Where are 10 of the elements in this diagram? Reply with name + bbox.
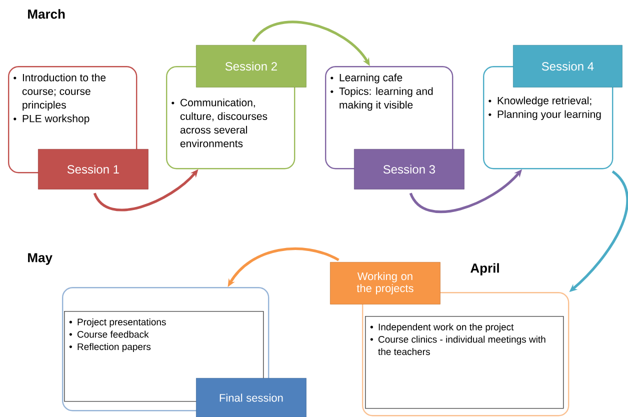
month-heading: April (470, 263, 499, 276)
title-box: Session 2 (196, 45, 306, 88)
title-box: Session 1 (38, 149, 148, 190)
month-heading: May (28, 253, 52, 265)
title-box: Final session (196, 378, 306, 417)
month-heading: March (28, 9, 65, 19)
title-box: Working on the projects (330, 262, 440, 304)
title-box: Session 3 (354, 149, 464, 190)
content-box: Independent work on the project Course clinics - individual meetings with the teachers (365, 316, 564, 409)
title-box: Session 4 (513, 45, 622, 88)
